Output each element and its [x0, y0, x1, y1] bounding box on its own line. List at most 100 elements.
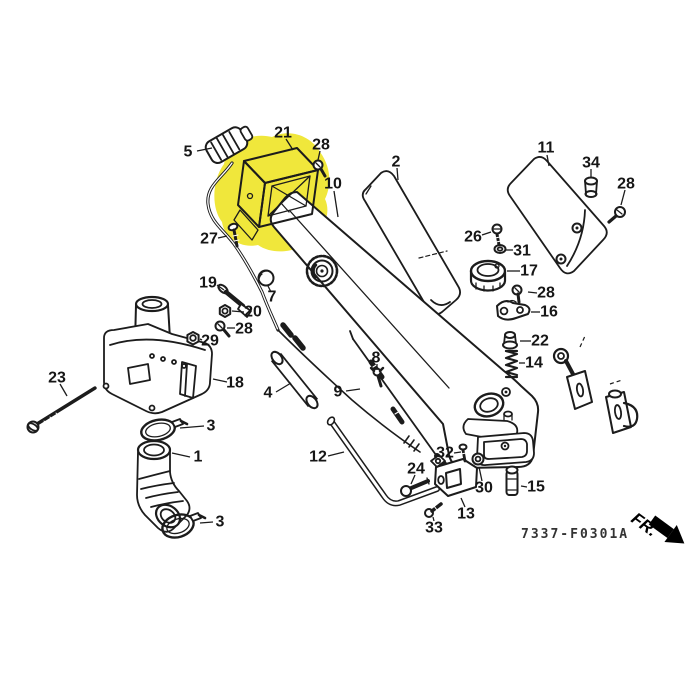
part-number-callout-26-part-4[interactable]: 4	[264, 385, 273, 402]
callout-leader-0-part-5	[196, 147, 213, 152]
callout-leader-12-part-19	[216, 284, 225, 291]
part-number-callout-32-part-30[interactable]: 30	[475, 480, 493, 497]
part-number-callout-19-part-22[interactable]: 22	[531, 333, 549, 350]
reference-lever-b	[605, 389, 639, 434]
callout-leader-5-part-11	[546, 154, 550, 167]
reference-lever-a	[552, 347, 593, 410]
part-drawing-26-screw	[491, 223, 503, 247]
part-number-callout-16-part-29[interactable]: 29	[201, 333, 219, 350]
part-drawing-3-clamp-upper	[140, 418, 189, 442]
callout-leader-1-part-21	[285, 138, 294, 151]
callout-leader-22-part-18	[212, 378, 228, 383]
callout-leader-4-part-2	[396, 167, 399, 181]
part-number-callout-1-part-21[interactable]: 21	[274, 125, 292, 142]
part-number-callout-0-part-5[interactable]: 5	[184, 144, 193, 161]
callout-leader-8-part-27	[217, 235, 228, 239]
callout-leader-23-part-3	[179, 425, 205, 429]
part-number-callout-33-part-13[interactable]: 13	[457, 506, 475, 523]
part-number-callout-11-part-17[interactable]: 17	[520, 263, 538, 280]
part-number-callout-31-part-32[interactable]: 32	[436, 445, 454, 462]
callout-leader-14-part-20	[231, 310, 245, 313]
part-drawing-23-bolt	[26, 386, 97, 434]
part-number-callout-17-part-28[interactable]: 28	[537, 285, 555, 302]
part-number-callout-5-part-11[interactable]: 11	[538, 140, 555, 157]
callout-leader-17-part-28	[527, 291, 538, 294]
part-number-callout-7-part-28[interactable]: 28	[617, 176, 635, 193]
part-drawing-14-spring	[504, 349, 519, 379]
callout-leader-31-part-32	[453, 451, 462, 454]
part-drawing-17-collar-ring	[469, 259, 507, 292]
part-number-callout-13-part-7[interactable]: 7	[268, 289, 277, 306]
part-number-callout-24-part-1[interactable]: 1	[194, 449, 203, 466]
part-number-callout-35-part-15[interactable]: 15	[527, 479, 545, 496]
fr-direction-marker: FR.	[628, 509, 685, 544]
callout-leader-3-part-10	[333, 190, 339, 218]
part-drawing-11-rear-cover	[506, 156, 608, 275]
part-number-callout-30-part-24[interactable]: 24	[407, 461, 425, 478]
part-drawing-32-screw	[458, 443, 468, 463]
part-number-callout-27-part-9[interactable]: 9	[334, 384, 343, 401]
part-number-callout-18-part-16[interactable]: 16	[540, 304, 558, 321]
part-drawing-3-clamp-lower	[161, 512, 207, 539]
callout-leader-34-part-33	[432, 516, 435, 522]
part-drawing-10-handle-beam	[269, 191, 540, 469]
callout-leader-2-part-28	[317, 150, 321, 161]
callout-leader-24-part-1	[171, 452, 191, 458]
part-drawing-28-screw-left	[214, 320, 231, 338]
part-number-callout-15-part-28[interactable]: 28	[235, 321, 253, 338]
callout-leader-26-part-4	[275, 382, 292, 393]
part-number-callout-23-part-3[interactable]: 3	[207, 418, 216, 435]
callout-leader-9-part-26	[481, 231, 492, 236]
part-number-callout-6-part-34[interactable]: 34	[582, 155, 600, 172]
part-number-callout-29-part-12[interactable]: 12	[309, 449, 327, 466]
callout-leader-21-part-23	[59, 383, 68, 397]
part-drawing-18-case	[102, 295, 213, 415]
reference-leader-a	[579, 335, 586, 348]
part-drawing-4-tube	[270, 350, 319, 410]
callout-leader-29-part-12	[327, 451, 345, 457]
part-number-callout-21-part-23[interactable]: 23	[48, 370, 66, 387]
part-drawing-13-bracket	[430, 454, 478, 497]
part-drawing-16-bracket	[496, 299, 531, 321]
callout-leader-27-part-9	[345, 388, 361, 392]
switch-cable-wire	[206, 161, 421, 453]
part-drawing-22-cap	[502, 331, 518, 350]
callout-leader-16-part-29	[199, 338, 203, 341]
callout-leader-13-part-7	[267, 285, 272, 293]
part-drawing-15-pin	[505, 465, 519, 496]
part-number-callout-2-part-28[interactable]: 28	[312, 137, 330, 154]
part-number-callout-4-part-2[interactable]: 2	[392, 154, 401, 171]
part-drawing-28-screw-mid	[511, 284, 523, 304]
part-drawing-2-upper-cover	[361, 170, 461, 316]
callout-leader-35-part-15	[520, 485, 528, 488]
part-drawing-30-nut	[471, 452, 485, 466]
part-number-callout-34-part-33[interactable]: 33	[425, 520, 443, 537]
callout-leader-7-part-28	[620, 189, 626, 206]
callout-leader-25-part-3	[199, 521, 214, 524]
part-drawing-1-elbow-duct	[136, 439, 191, 533]
part-number-callout-25-part-3[interactable]: 3	[216, 514, 225, 531]
part-number-callout-8-part-27[interactable]: 27	[200, 231, 218, 248]
part-number-callout-12-part-19[interactable]: 19	[199, 275, 217, 292]
part-number-callout-28-part-8[interactable]: 8	[372, 350, 381, 367]
part-number-callout-14-part-20[interactable]: 20	[244, 304, 262, 321]
part-drawing-24-pin	[400, 477, 430, 497]
part-drawing-20-nut	[218, 304, 232, 318]
part-number-callout-3-part-10[interactable]: 10	[324, 176, 342, 193]
fr-arrow-icon	[648, 515, 685, 544]
part-drawing-34-cap	[584, 176, 598, 198]
part-drawing-29-nut	[186, 331, 200, 346]
part-number-callout-10-part-31[interactable]: 31	[513, 243, 531, 260]
part-drawing-28-screw-topright	[607, 206, 626, 224]
part-drawing-33-screw	[424, 502, 443, 518]
part-number-callout-22-part-18[interactable]: 18	[226, 375, 244, 392]
part-drawing-7-ball	[257, 269, 275, 287]
part-number-callout-9-part-26[interactable]: 26	[464, 229, 482, 246]
part-number-callout-20-part-14[interactable]: 14	[525, 355, 543, 372]
callout-leader-32-part-30	[478, 466, 483, 482]
part-drawing-5-connector	[204, 125, 254, 164]
reference-leader-b	[609, 379, 623, 385]
part-drawing-31-washer	[493, 244, 507, 254]
